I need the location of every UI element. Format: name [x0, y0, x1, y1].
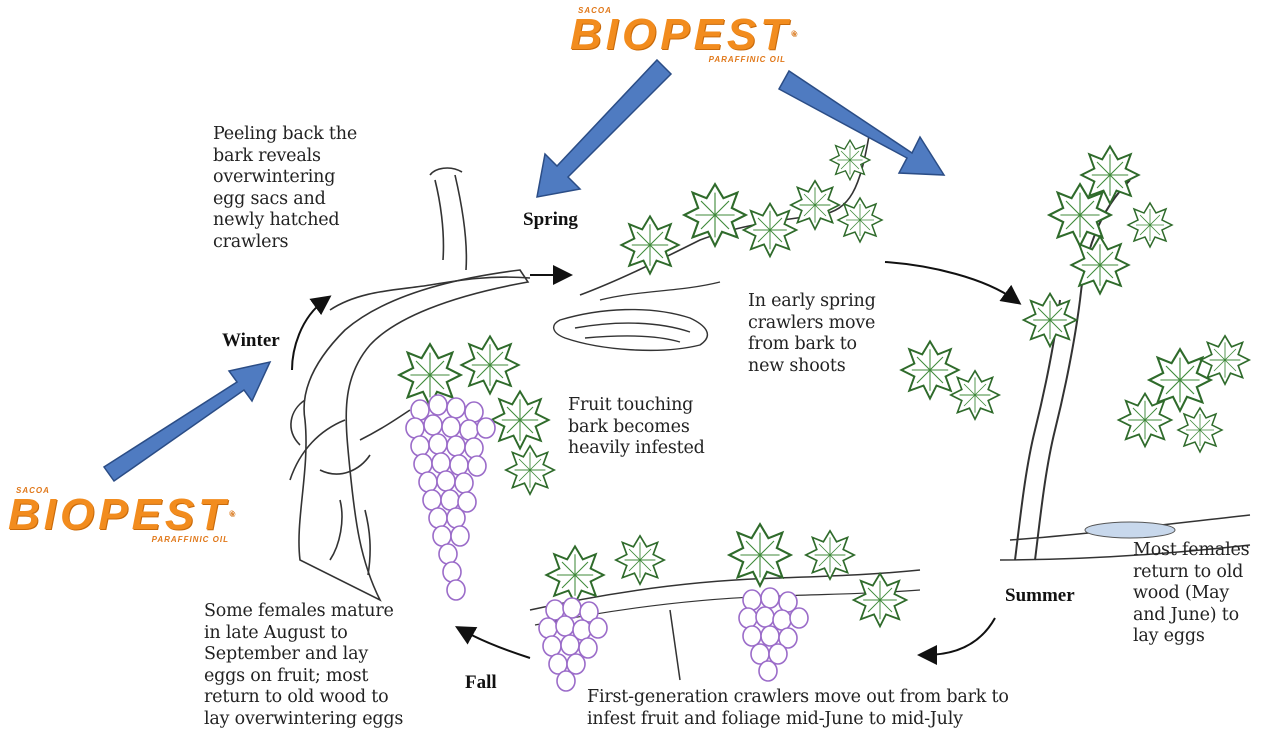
- logo-trademark: ®: [791, 31, 800, 38]
- annotation-fall: Some females mature in late August to Se…: [204, 601, 434, 730]
- annotation-spring: In early spring crawlers move from bark …: [748, 291, 918, 377]
- season-summer: Summer: [1005, 585, 1075, 607]
- winter-vine: [399, 336, 554, 600]
- season-winter: Winter: [222, 330, 280, 352]
- summer-vine: [901, 146, 1250, 560]
- fall-grape-cluster-1: [539, 598, 607, 691]
- annotation-first-generation: First-generation crawlers move out from …: [587, 687, 1067, 730]
- logo-brand: BIOPEST: [570, 10, 791, 59]
- annotation-fruit: Fruit touching bark becomes heavily infe…: [568, 395, 748, 460]
- spring-vine: [580, 130, 882, 300]
- logo-brand: BIOPEST: [8, 490, 229, 539]
- annotation-winter: Peeling back the bark reveals overwinter…: [213, 124, 413, 253]
- biopest-logo-left: SACOA BIOPEST® PARAFFINIC OIL: [8, 486, 233, 544]
- arrow-to-spring: [537, 60, 671, 197]
- fall-grape-cluster-2: [739, 588, 808, 681]
- peeled-bark: [554, 310, 708, 351]
- annotation-summer: Most females return to old wood (May and…: [1133, 540, 1263, 648]
- season-fall: Fall: [465, 672, 497, 694]
- arrow-to-winter: [104, 362, 270, 481]
- logo-trademark: ®: [229, 511, 238, 518]
- arrow-fall-to-winter: [462, 630, 530, 658]
- fall-vine: [530, 524, 920, 691]
- winter-grape-cluster: [406, 395, 495, 600]
- biopest-logo-top: SACOA BIOPEST® PARAFFINIC OIL: [570, 6, 790, 64]
- season-spring: Spring: [523, 209, 578, 231]
- arrow-summer-to-fall: [925, 618, 995, 655]
